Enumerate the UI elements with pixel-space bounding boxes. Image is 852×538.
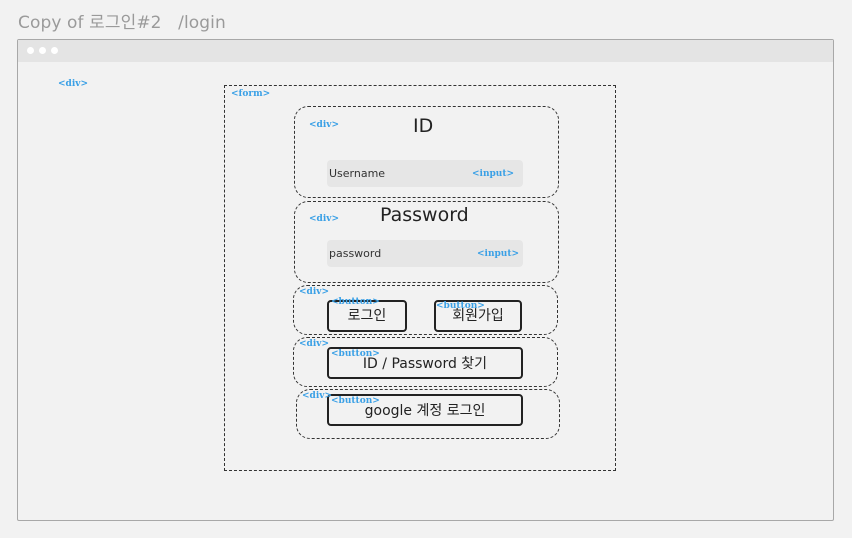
login-button-label: 로그인	[347, 308, 387, 324]
tag-label-find-button: <button>	[331, 349, 380, 359]
password-placeholder: password	[329, 247, 382, 260]
window-dot-icon	[39, 47, 46, 54]
find-account-group	[293, 337, 558, 387]
find-account-button[interactable]	[327, 347, 523, 379]
google-login-group	[296, 389, 560, 439]
tag-label-username-input: <input>	[472, 169, 515, 179]
page-title: Copy of 로그인#2 /login	[18, 8, 226, 33]
browser-frame	[17, 39, 834, 521]
window-dot-icon	[27, 47, 34, 54]
tag-label-form: <form>	[231, 89, 271, 99]
login-button[interactable]	[327, 300, 407, 332]
tag-label-google-button: <button>	[331, 396, 380, 406]
id-group	[294, 106, 559, 198]
tag-label-login-button: <button>	[331, 297, 380, 307]
password-group	[294, 201, 559, 283]
username-placeholder: Username	[329, 167, 386, 180]
tag-label-google-div: <div>	[302, 391, 333, 401]
password-label: Password	[380, 204, 469, 226]
google-login-button[interactable]	[327, 394, 523, 426]
window-dot-icon	[51, 47, 58, 54]
id-label: ID	[413, 115, 434, 137]
tag-label-password-input: <input>	[477, 249, 520, 259]
tag-label-signup-button: <button>	[436, 301, 485, 311]
signup-button-label: 회원가입	[452, 308, 504, 324]
tag-label-buttons-div: <div>	[299, 287, 330, 297]
login-form	[224, 85, 616, 471]
tag-label-find-div: <div>	[299, 339, 330, 349]
auth-buttons-group	[293, 285, 558, 335]
browser-title-bar	[18, 40, 833, 62]
signup-button[interactable]	[434, 300, 522, 332]
page-title-name: Copy of 로그인#2	[18, 13, 162, 33]
username-input[interactable]	[327, 160, 523, 187]
tag-label-password-div: <div>	[309, 214, 340, 224]
google-login-button-label: google 계정 로그인	[364, 403, 486, 419]
find-account-button-label: ID / Password 찾기	[362, 356, 488, 372]
password-input[interactable]	[327, 240, 523, 267]
page-route: /login	[178, 13, 226, 33]
tag-label-page-div: <div>	[58, 79, 89, 89]
tag-label-id-div: <div>	[309, 120, 340, 130]
